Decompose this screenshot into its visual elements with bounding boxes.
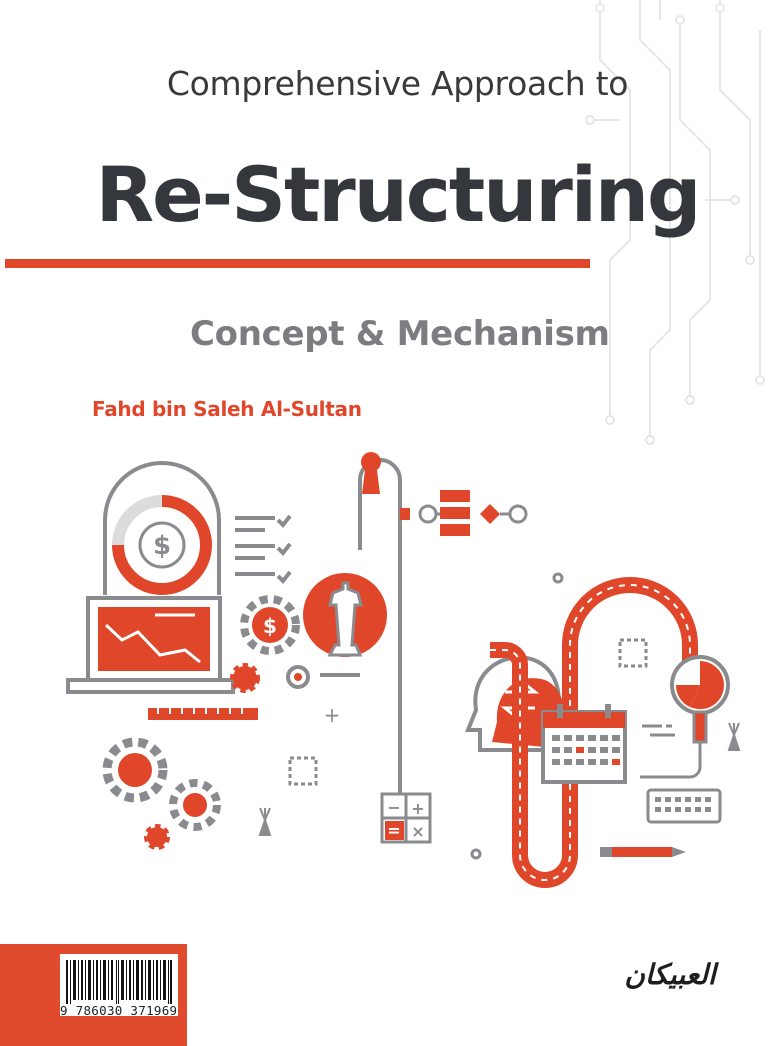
svg-text:−: − xyxy=(387,798,400,817)
cursor-click-icon xyxy=(258,807,272,836)
cover-subtitle-top: Comprehensive Approach to xyxy=(166,64,629,103)
svg-text:+: + xyxy=(411,799,424,818)
calculator-icon: − + = × xyxy=(380,792,432,844)
small-gear-icon xyxy=(230,663,260,693)
dashed-square-icon xyxy=(288,756,318,786)
downtrend-line xyxy=(104,623,201,664)
barcode-icon xyxy=(66,960,172,1004)
isbn-number: 9 786030 371969 xyxy=(60,1003,178,1018)
svg-text:$: $ xyxy=(263,614,277,638)
magnifier-pie-icon xyxy=(670,655,730,744)
barcode-label xyxy=(60,954,178,1016)
title-divider xyxy=(5,259,590,268)
gear-cluster-icon xyxy=(102,737,221,850)
keyboard-icon xyxy=(646,788,722,824)
svg-text:+: + xyxy=(324,703,341,727)
laptop-screen xyxy=(98,607,210,671)
chess-king-icon xyxy=(327,581,363,657)
keyhole-icon xyxy=(361,452,381,494)
workflow-icon xyxy=(400,490,528,536)
dollar-donut-icon: $ xyxy=(112,495,212,595)
svg-text:=: = xyxy=(387,821,400,840)
calendar-icon xyxy=(541,704,627,784)
dollar-icon: $ xyxy=(153,531,171,561)
svg-text:×: × xyxy=(411,822,424,841)
checklist-icon xyxy=(235,514,292,585)
author-name: Fahd bin Saleh Al-Sultan xyxy=(92,397,362,421)
circuit-board-decoration xyxy=(585,0,765,445)
barcode-panel: 9 786030 371969 xyxy=(0,944,187,1046)
pencil-icon xyxy=(600,847,686,857)
dollar-gear-icon: $ xyxy=(240,595,300,655)
cover-tagline: Concept & Mechanism xyxy=(190,314,610,354)
restructuring-illustration: $ $ xyxy=(66,452,741,888)
cover-title: Re-Structuring xyxy=(95,150,702,239)
publisher-logo: العبيكان xyxy=(624,958,716,991)
